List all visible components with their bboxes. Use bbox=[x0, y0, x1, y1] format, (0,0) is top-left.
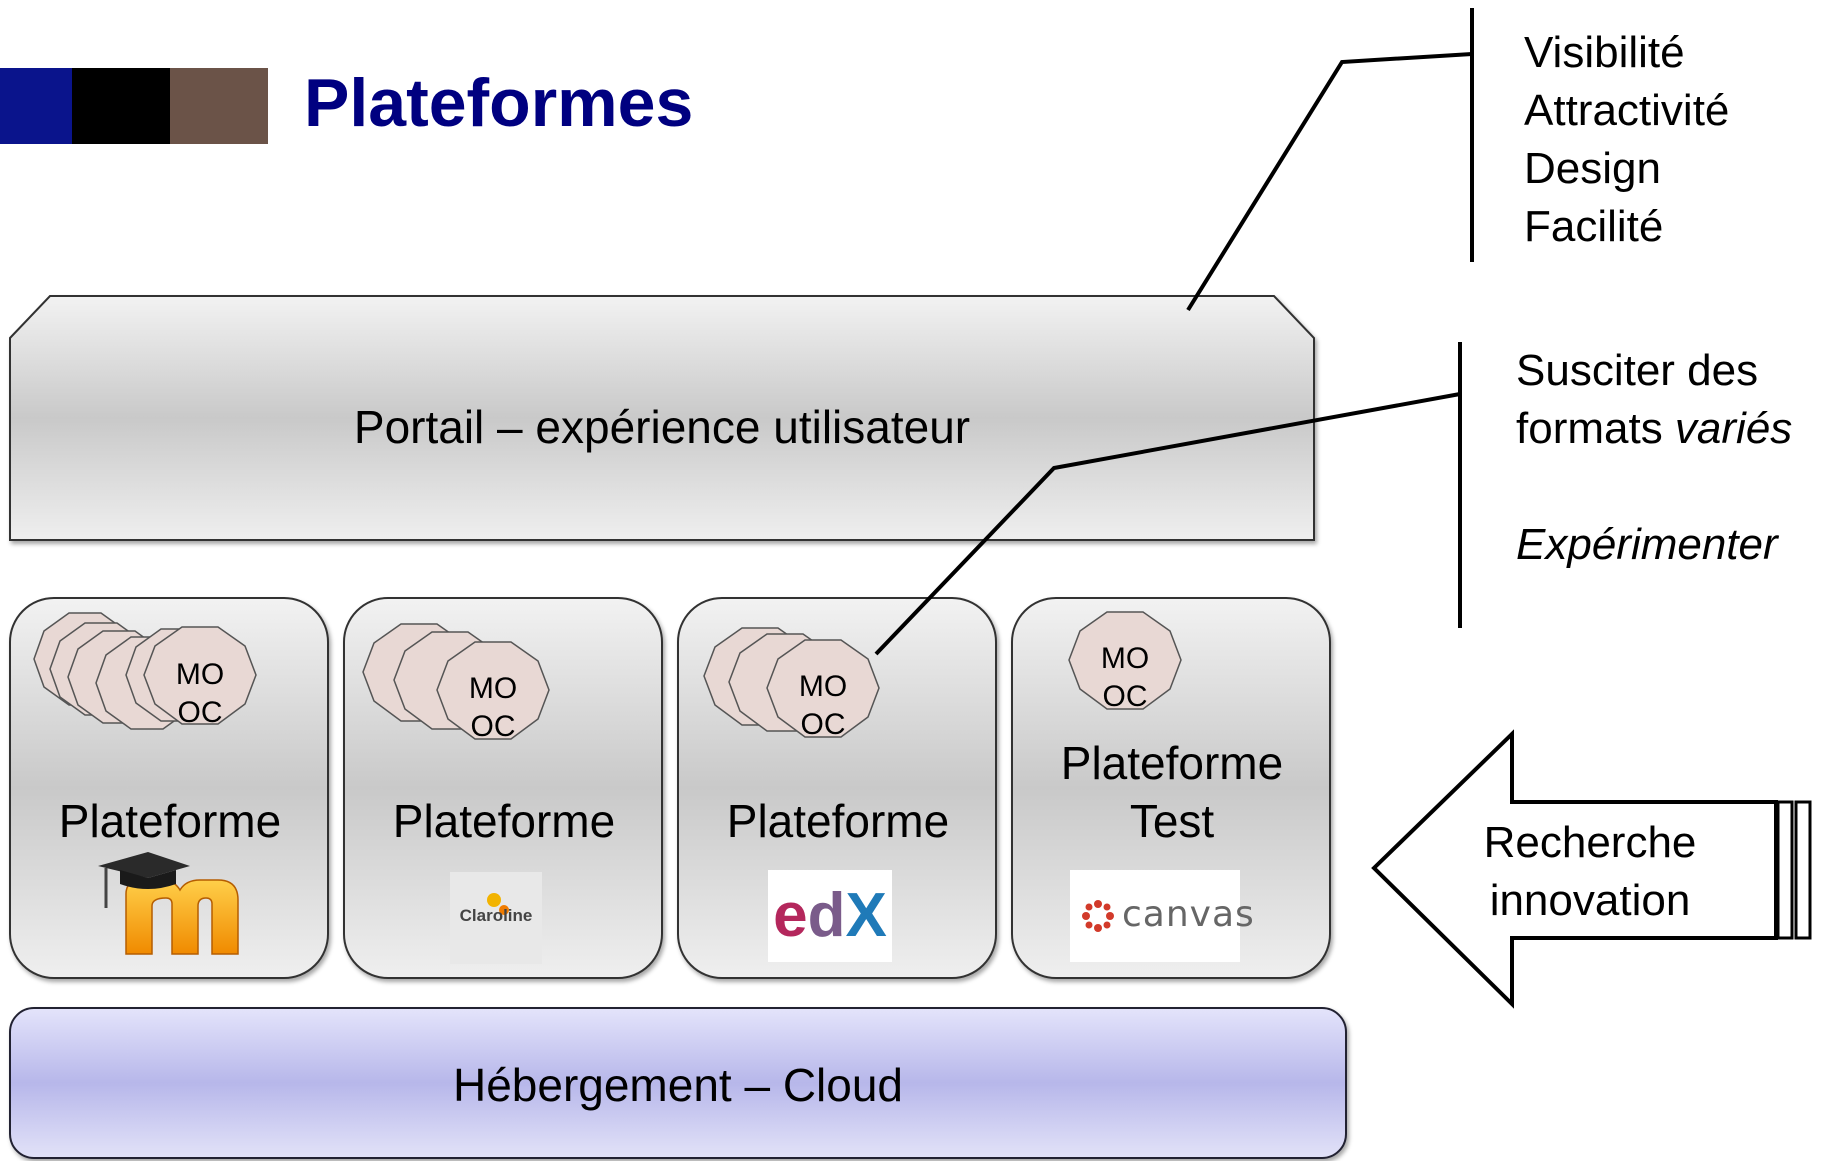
claroline-logo: Claroline bbox=[450, 872, 542, 964]
mooc-text-line2: OC bbox=[470, 710, 516, 743]
platform-label-line2: Test bbox=[1129, 795, 1215, 847]
arrow-text: Recherche innovation bbox=[1460, 814, 1720, 930]
portal-label: Portail – expérience utilisateur bbox=[353, 401, 971, 453]
moodle-icon bbox=[98, 852, 239, 955]
mooc-stack-2 bbox=[362, 623, 550, 740]
callout-line2: formats variés bbox=[1516, 400, 1792, 458]
header-band-blue bbox=[0, 68, 72, 144]
header-band-brown bbox=[170, 68, 268, 144]
portal-box bbox=[9, 295, 1315, 541]
arrow-stripe-2 bbox=[1794, 800, 1812, 940]
mooc-text-line2: OC bbox=[800, 708, 846, 741]
canvas-wordmark: canvas bbox=[1122, 894, 1255, 935]
callout-middle-text: Susciter des formats variés Expérimenter bbox=[1516, 342, 1792, 574]
edx-letter-e: e bbox=[773, 881, 808, 950]
page-title: Plateformes bbox=[304, 65, 694, 141]
platform-label-4: Plateforme Test bbox=[1012, 734, 1332, 850]
edx-logo: edX bbox=[768, 870, 892, 962]
arrow-text-line2: innovation bbox=[1489, 876, 1691, 925]
mooc-label-3: MO OC bbox=[773, 668, 873, 744]
callout-line1: Susciter des bbox=[1516, 346, 1759, 395]
callout-item: Facilité bbox=[1524, 202, 1664, 251]
mooc-text-line1: MO bbox=[1100, 642, 1150, 675]
hosting-label: Hébergement – Cloud bbox=[452, 1059, 904, 1111]
arrow-text-line1: Recherche bbox=[1483, 818, 1697, 867]
mooc-stack-4 bbox=[1068, 611, 1182, 710]
claroline-wordmark: Claroline bbox=[459, 906, 533, 925]
platform-label-3: Plateforme bbox=[726, 795, 950, 847]
callout-item: Design bbox=[1524, 144, 1661, 193]
mooc-stack-3 bbox=[703, 627, 880, 738]
edx-letter-d: d bbox=[807, 881, 846, 950]
mooc-stack-1 bbox=[33, 612, 257, 730]
callout-top-list: Visibilité Attractivité Design Facilité bbox=[1524, 24, 1729, 256]
mooc-text-line1: MO bbox=[468, 672, 518, 705]
mooc-text-line2: OC bbox=[177, 696, 223, 729]
moodle-logo bbox=[92, 846, 252, 956]
callout-line3-italic: Expérimenter bbox=[1516, 520, 1778, 569]
platform-label-2: Plateforme bbox=[392, 795, 616, 847]
mooc-text-line1: MO bbox=[798, 670, 848, 703]
mooc-label-4: MO OC bbox=[1075, 640, 1175, 716]
mooc-label-1: MO OC bbox=[150, 656, 250, 732]
mooc-text-line1: MO bbox=[175, 658, 225, 691]
mooc-text-line2: OC bbox=[1102, 680, 1148, 713]
hosting-box bbox=[9, 1007, 1347, 1159]
mooc-label-2: MO OC bbox=[443, 670, 543, 746]
header-band-black bbox=[72, 68, 170, 144]
canvas-icon bbox=[1082, 900, 1114, 932]
recherche-arrow bbox=[1371, 729, 1778, 1009]
callout-item: Attractivité bbox=[1524, 86, 1730, 135]
callout-line2-plain: formats bbox=[1516, 404, 1675, 453]
callout-spacer bbox=[1516, 458, 1792, 516]
connector-top bbox=[1186, 52, 1473, 312]
callout-line3: Expérimenter bbox=[1516, 516, 1792, 574]
canvas-logo: canvas bbox=[1070, 870, 1254, 962]
connector-middle bbox=[874, 392, 1461, 656]
callout-item: Visibilité bbox=[1524, 28, 1685, 77]
platform-label-1: Plateforme bbox=[58, 795, 282, 847]
callout-line2-italic: variés bbox=[1674, 404, 1793, 453]
arrow-stripe-1 bbox=[1776, 800, 1794, 940]
claroline-icon bbox=[487, 893, 509, 915]
edx-letter-x: X bbox=[845, 881, 887, 950]
platform-label-line1: Plateforme bbox=[1060, 737, 1284, 789]
